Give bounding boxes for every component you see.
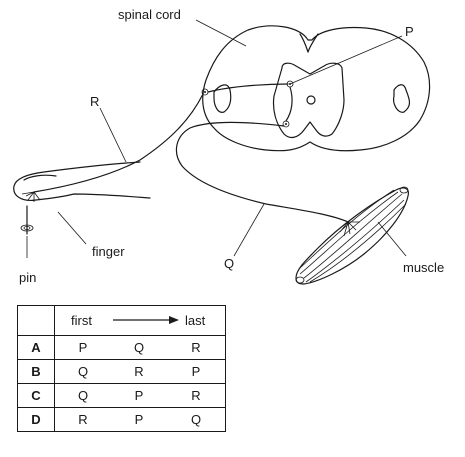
label-Q: Q bbox=[224, 256, 234, 271]
row-value: P bbox=[191, 364, 201, 379]
row-key: C bbox=[17, 383, 55, 408]
motor-end-plates bbox=[339, 221, 360, 237]
pointer-line-finger bbox=[57, 211, 87, 245]
sensory-neurone-R bbox=[207, 83, 289, 93]
label-R: R bbox=[90, 94, 99, 109]
header-first: first bbox=[71, 313, 92, 328]
pointer-line-muscle bbox=[377, 221, 407, 257]
row-value: R bbox=[78, 412, 88, 427]
row-value: R bbox=[191, 388, 201, 403]
right-lateral-shape bbox=[393, 84, 411, 113]
table-row: B Q R P bbox=[17, 359, 226, 384]
nerve-endings-finger bbox=[21, 191, 41, 202]
reflex-arc-diagram: spinal cord P R finger Q muscle pin bbox=[13, 7, 444, 285]
row-value: Q bbox=[133, 340, 145, 355]
row-key: D bbox=[17, 407, 55, 432]
motor-neurone-Q bbox=[175, 121, 349, 223]
row-value: Q bbox=[77, 364, 89, 379]
sensory-neurone-R-to-finger bbox=[33, 93, 204, 193]
pointer-line-spinal-cord bbox=[195, 19, 247, 47]
pointer-line-Q bbox=[233, 203, 265, 257]
table-row: A P Q R bbox=[17, 335, 226, 360]
muscle-shape bbox=[295, 187, 409, 285]
label-spinal-cord: spinal cord bbox=[118, 7, 181, 22]
row-key: B bbox=[17, 359, 55, 384]
label-P: P bbox=[405, 24, 414, 39]
dorsal-notch bbox=[299, 33, 319, 53]
table-header-row: first last bbox=[17, 305, 226, 336]
relay-neurone bbox=[285, 86, 293, 122]
pointer-line-R bbox=[99, 107, 127, 163]
row-value: R bbox=[134, 364, 144, 379]
muscle-fibres bbox=[299, 189, 407, 283]
label-pin: pin bbox=[19, 270, 36, 285]
left-lateral-shape bbox=[213, 84, 232, 113]
finger-shape bbox=[13, 161, 151, 201]
row-value: P bbox=[78, 340, 88, 355]
central-canal bbox=[306, 95, 316, 105]
grey-matter bbox=[272, 62, 345, 139]
pin-head bbox=[20, 224, 34, 232]
table-row: D R P Q bbox=[17, 407, 226, 432]
row-key: A bbox=[17, 335, 55, 360]
row-value: Q bbox=[190, 412, 202, 427]
label-finger: finger bbox=[92, 244, 125, 259]
arrow-right-icon bbox=[113, 316, 179, 324]
row-value: P bbox=[134, 388, 144, 403]
answer-table: first last A P Q R B Q R P C Q P bbox=[17, 305, 226, 432]
table-header-blank bbox=[17, 305, 55, 336]
table-row: C Q P R bbox=[17, 383, 226, 408]
pointer-line-P bbox=[289, 35, 403, 85]
label-muscle: muscle bbox=[403, 260, 444, 275]
row-value: R bbox=[191, 340, 201, 355]
row-value: Q bbox=[77, 388, 89, 403]
spinal-cord-outline bbox=[202, 25, 431, 152]
fingernail bbox=[23, 174, 57, 181]
row-value: P bbox=[134, 412, 144, 427]
header-last: last bbox=[185, 313, 206, 328]
